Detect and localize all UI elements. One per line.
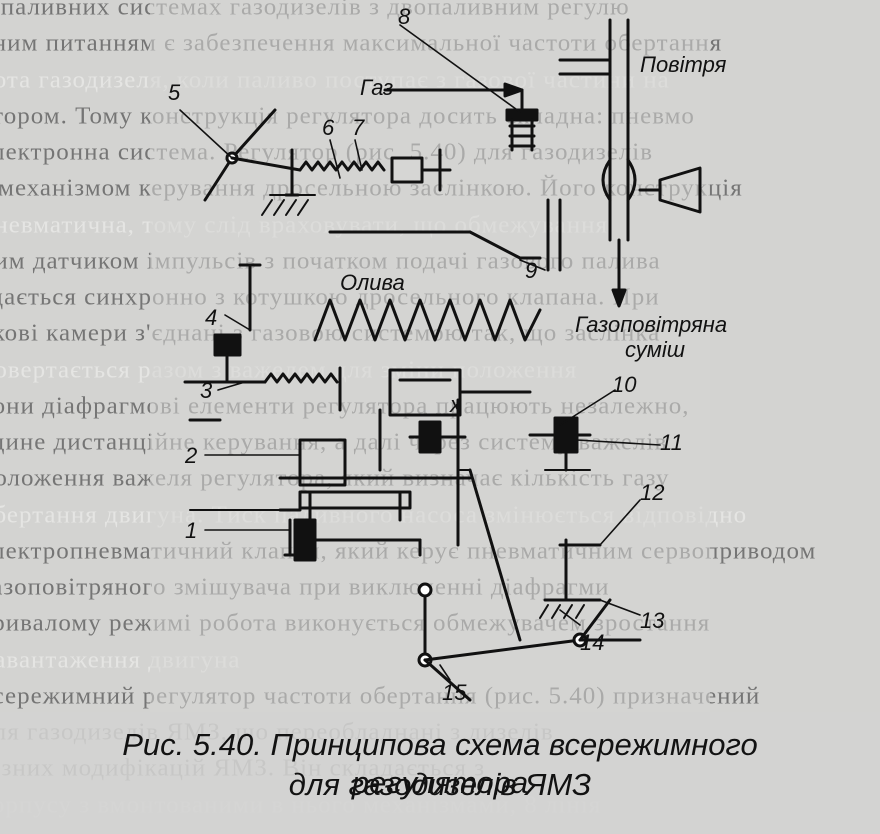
callout-2: 2 xyxy=(184,443,197,468)
callout-15: 15 xyxy=(442,680,467,705)
callout-9: 9 xyxy=(525,258,537,283)
oil-label: Олива xyxy=(340,270,405,295)
figure-caption-line2: для газодизелів ЯМЗ xyxy=(288,767,592,802)
lower-linkage xyxy=(417,416,642,702)
callout-10: 10 xyxy=(612,372,637,397)
callout-1: 1 xyxy=(185,518,197,543)
callout-12: 12 xyxy=(640,480,664,505)
x-marker: x xyxy=(449,392,462,417)
callout-3: 3 xyxy=(200,378,213,403)
callout-13: 13 xyxy=(640,608,665,633)
callout-4: 4 xyxy=(205,305,217,330)
oil-bellows xyxy=(238,263,542,342)
air-label: Повітря xyxy=(640,52,727,77)
gas-line xyxy=(383,82,539,152)
regulator-body xyxy=(183,333,532,562)
callout-11: 11 xyxy=(660,430,683,455)
mixture-label-line2: суміш xyxy=(625,337,685,362)
mixture-label-line1: Газоповітряна xyxy=(575,312,727,337)
callout-5: 5 xyxy=(168,80,181,105)
air-mixer xyxy=(558,18,702,308)
callout-6: 6 xyxy=(322,115,335,140)
caption-backdrop xyxy=(0,712,880,834)
callout-7: 7 xyxy=(352,115,365,140)
figure-caption-line1: Рис. 5.40. Принципова схема всережимного… xyxy=(122,727,758,800)
callout-8: 8 xyxy=(398,4,411,29)
gas-label: Газ xyxy=(360,75,393,100)
callout-14: 14 xyxy=(580,630,604,655)
leader-lines xyxy=(179,24,661,681)
